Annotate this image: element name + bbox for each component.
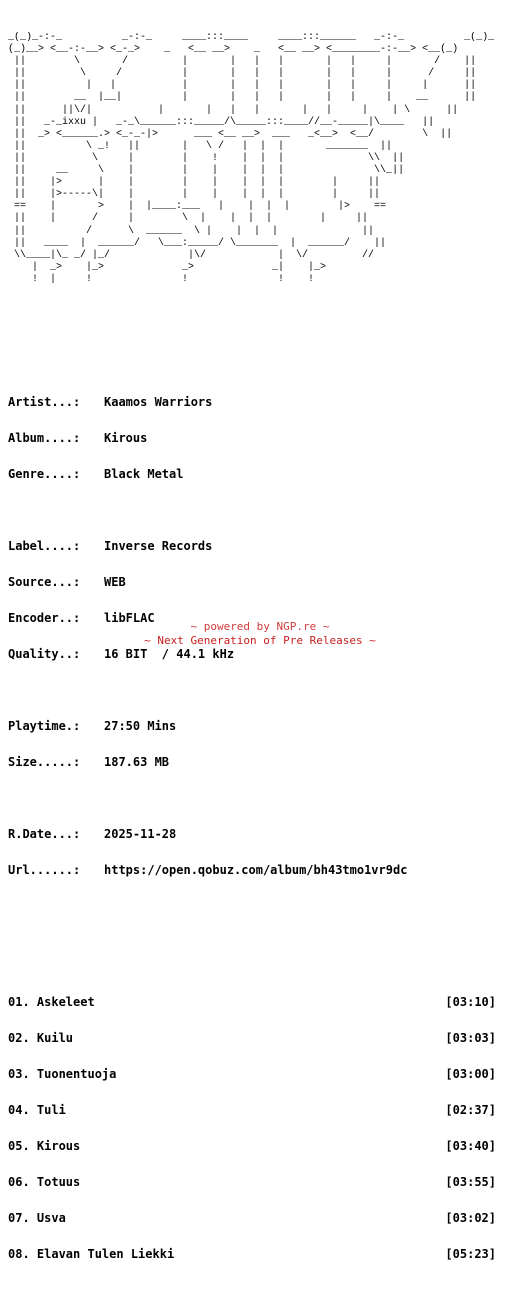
track-title: 05. Kirous: [8, 1139, 81, 1153]
release-info: Artist...: Kaamos Warriors Album....: Kiro…: [8, 372, 512, 936]
track-row: 04. Tuli [02:37]: [8, 1104, 496, 1116]
label-value: Inverse Records: [104, 539, 213, 553]
playtime-row: Playtime.: 27:50 Mins: [8, 720, 512, 732]
track-time: [03:02]: [445, 1211, 496, 1225]
track-row: 02. Kuilu [03:03]: [8, 1032, 496, 1044]
track-time: [05:23]: [445, 1247, 496, 1261]
tagline: ~ Next Generation of Pre Releases ~: [144, 634, 376, 647]
spacer: [8, 900, 512, 912]
source-value: WEB: [104, 575, 126, 589]
quality-label: Quality..:: [8, 647, 81, 661]
source-label: Source...:: [8, 575, 81, 589]
album-row: Album....: Kirous: [8, 432, 512, 444]
album-label: Album....:: [8, 431, 81, 445]
url-label: Url......:: [8, 863, 81, 877]
track-title: 07. Usva: [8, 1211, 66, 1225]
encoder-value: libFLAC: [104, 611, 155, 625]
artist-row: Artist...: Kaamos Warriors: [8, 396, 512, 408]
label-label: Label....:: [8, 539, 81, 553]
url-value: https://open.qobuz.com/album/bh43tmo1vr9…: [104, 863, 408, 877]
playtime-label: Playtime.:: [8, 719, 81, 733]
track-title: 06. Totuus: [8, 1175, 81, 1189]
genre-label: Genre....:: [8, 467, 81, 481]
url-row: Url......: https://open.qobuz.com/album/b…: [8, 864, 512, 876]
spacer: [8, 504, 512, 516]
spacer: [8, 792, 512, 804]
label-row: Label....: Inverse Records: [8, 540, 512, 552]
track-title: 04. Tuli: [8, 1103, 66, 1117]
encoder-label: Encoder..:: [8, 611, 81, 625]
size-value: 187.63 MB: [104, 755, 170, 769]
rdate-row: R.Date...: 2025-11-28: [8, 828, 512, 840]
tracklist: 01. Askeleet [03:10] 02. Kuilu [03:03] 03.…: [8, 972, 512, 1284]
track-row: 03. Tuonentuoja [03:00]: [8, 1068, 496, 1080]
genre-row: Genre....: Black Metal: [8, 468, 512, 480]
quality-row: Quality..: 16 BIT / 44.1 kHz: [8, 648, 512, 660]
track-row: 07. Usva [03:02]: [8, 1212, 496, 1224]
track-title: 08. Elavan Tulen Liekki: [8, 1247, 175, 1261]
track-row: 06. Totuus [03:55]: [8, 1176, 496, 1188]
ascii-art-logo: _(_)_-:-_ _-:-_ ____:::____ ____:::_____…: [8, 32, 495, 285]
track-time: [03:03]: [445, 1031, 496, 1045]
quality-value: 16 BIT / 44.1 kHz: [104, 647, 235, 661]
album-value: Kirous: [104, 431, 148, 445]
encoder-row: Encoder..: libFLAC: [8, 612, 512, 624]
track-time: [03:10]: [445, 995, 496, 1009]
rdate-label: R.Date...:: [8, 827, 81, 841]
track-time: [02:37]: [445, 1103, 496, 1117]
track-time: [03:40]: [445, 1139, 496, 1153]
track-time: [03:00]: [445, 1067, 496, 1081]
track-time: [03:55]: [445, 1175, 496, 1189]
playtime-value: 27:50 Mins: [104, 719, 177, 733]
rdate-value: 2025-11-28: [104, 827, 177, 841]
size-row: Size.....: 187.63 MB: [8, 756, 512, 768]
nfo-document: _(_)_-:-_ _-:-_ ____:::____ ____:::_____…: [8, 8, 512, 1296]
artist-value: Kaamos Warriors: [104, 395, 213, 409]
genre-value: Black Metal: [104, 467, 184, 481]
size-label: Size.....:: [8, 755, 81, 769]
spacer: [8, 684, 512, 696]
track-title: 02. Kuilu: [8, 1031, 74, 1045]
source-row: Source...: WEB: [8, 576, 512, 588]
powered-by-line: ~ powered by NGP.re ~: [190, 620, 330, 633]
track-title: 03. Tuonentuoja: [8, 1067, 117, 1081]
track-row: 05. Kirous [03:40]: [8, 1140, 496, 1152]
track-title: 01. Askeleet: [8, 995, 95, 1009]
track-row: 01. Askeleet [03:10]: [8, 996, 496, 1008]
track-row: 08. Elavan Tulen Liekki [05:23]: [8, 1248, 496, 1260]
footer: ~ powered by NGP.re ~ ~ Next Generation …: [0, 620, 520, 648]
artist-label: Artist...:: [8, 395, 81, 409]
